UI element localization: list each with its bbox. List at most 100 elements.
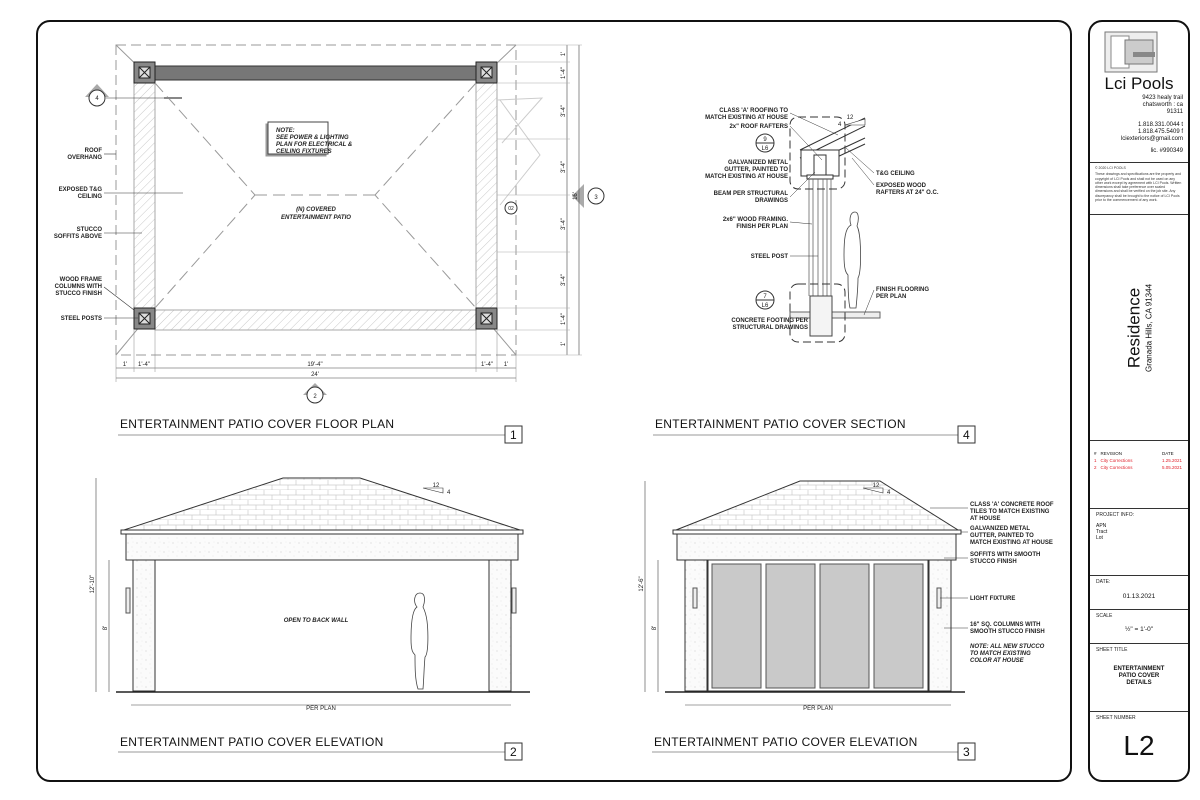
detail-marker[interactable]: 7 L6 [755,290,775,310]
stucco-soffit-left [133,82,156,309]
svg-text:STUCCO: STUCCO [77,227,103,233]
note-text: PLAN FOR ELECTRICAL & [276,142,352,148]
svg-text:STUCCO FINISH: STUCCO FINISH [55,291,102,297]
svg-text:NOTE: ALL NEW STUCCO: NOTE: ALL NEW STUCCO [970,644,1045,650]
note-text: CEILING FIXTURES [276,149,332,155]
svg-text:STUCCO FINISH: STUCCO FINISH [970,559,1017,565]
address-line: 91311 [1166,109,1183,115]
slope-rise: 4 [447,490,451,496]
title-block: Lci Pools 9423 healy trail chatsworth : … [1088,20,1190,782]
svg-text:7: 7 [763,294,767,300]
sheet-title-line: ENTERTAINMENT [1113,666,1165,672]
project-location: Granada Hills, CA 91344 [1144,283,1154,372]
door-swing [496,97,544,206]
note-text: NOTE: [276,128,295,134]
rev-num: 1 [1094,458,1097,463]
email[interactable]: lciexteriors@gmail.com [1120,136,1183,142]
sheet-title-line: DETAILS [1126,680,1152,686]
view-number: 3 [963,745,970,759]
view-titles: ENTERTAINMENT PATIO COVER FLOOR PLAN 1 E… [118,417,976,761]
rev-desc: City Corrections [1100,465,1133,470]
rev-date-header: DATE [1162,451,1174,456]
svg-text:T&G CEILING: T&G CEILING [876,171,915,177]
detail-marker[interactable]: 9 L6 [755,133,775,153]
elevation-2-drawing: 12 4 OPEN TO BACK WALL PER PLAN 12'-10" … [90,477,530,712]
svg-text:L6: L6 [762,303,769,309]
svg-text:02: 02 [508,206,514,212]
view-number: 2 [510,745,517,759]
elevation-marker-3[interactable]: 3 [572,184,605,208]
open-to-back-wall-label: OPEN TO BACK WALL [284,618,349,624]
dim-column: 8' [652,626,658,630]
room-label: (N) COVERED [296,207,336,213]
svg-text:24': 24' [311,372,319,378]
svg-text:1'-4": 1'-4" [138,362,150,368]
license: lic. #990349 [1150,148,1183,154]
svg-text:GALVANIZED METAL: GALVANIZED METAL [970,526,1030,532]
svg-text:EXPOSED T&G: EXPOSED T&G [59,187,103,193]
scale-section: SCALE ½" = 1'-0" [1090,610,1188,644]
svg-text:ROOF: ROOF [85,148,103,154]
svg-text:CLASS 'A' ROOFING TO: CLASS 'A' ROOFING TO [719,108,788,114]
rev-date: 5.05.2021 [1162,465,1183,470]
svg-text:1'-4": 1'-4" [561,67,567,79]
scale-value: ½" = 1'-0" [1124,626,1154,633]
svg-text:16': 16' [573,192,579,200]
svg-text:1'-4": 1'-4" [561,313,567,325]
svg-text:9: 9 [763,137,767,143]
roof-overhang-outline [115,44,517,356]
svg-text:BEAM PER STRUCTURAL: BEAM PER STRUCTURAL [714,191,789,197]
section-marker[interactable]: 4 [85,84,182,107]
svg-text:DRAWINGS: DRAWINGS [755,198,788,204]
rev-num: 2 [1094,465,1097,470]
svg-text:3'-4": 3'-4" [561,218,567,230]
human-figure [843,211,861,309]
drawing-sheet-border [36,20,1072,782]
project-info: PROJECT INFO: APN Tract Lot [1090,509,1188,576]
svg-text:3'-4": 3'-4" [561,274,567,286]
view-number: 4 [963,428,970,442]
room-label: ENTERTAINMENT PATIO [281,215,351,221]
stucco-soffit-bottom [154,309,477,331]
disclaimer: These drawings and specifications are th… [1095,172,1182,203]
beam [154,65,477,81]
elevation-marker-2[interactable]: 2 [303,383,327,404]
sheet-number: L2 [1123,730,1155,761]
svg-text:COLOR AT HOUSE: COLOR AT HOUSE [970,658,1025,664]
note-box [267,121,329,155]
svg-text:WOOD FRAME: WOOD FRAME [60,277,102,283]
svg-text:STEEL POSTS: STEEL POSTS [61,316,102,322]
slope-rise: 4 [887,490,891,496]
svg-text:OVERHANG: OVERHANG [67,155,102,161]
svg-text:STRUCTURAL DRAWINGS: STRUCTURAL DRAWINGS [732,325,808,331]
callout-labels: ROOF OVERHANG EXPOSED T&G CEILING STUCCO… [54,148,183,322]
dim-total: 12'-6" [639,576,645,591]
copyright-section: © 2020 LCI POOLS These drawings and spec… [1090,163,1188,215]
svg-text:RAFTERS AT 24" O.C.: RAFTERS AT 24" O.C. [876,190,939,196]
svg-text:MATCH EXISTING AT HOUSE: MATCH EXISTING AT HOUSE [970,540,1053,546]
sheet-number-label: SHEET NUMBER [1096,715,1136,721]
section-callouts: CLASS 'A' ROOFING TO MATCH EXISTING AT H… [705,108,939,331]
section-drawing: 12 4 9 L6 7 L6 CLASS 'A' ROOFING TO MATC… [705,108,939,343]
fax: 1.818.475.5409 f [1137,129,1183,135]
svg-text:TILES TO MATCH EXISTING: TILES TO MATCH EXISTING [970,509,1050,515]
sliding-glass-doors [707,559,929,692]
date-value: 01.13.2021 [1122,593,1156,600]
svg-text:1': 1' [123,362,127,368]
dimensions-bottom: 1' 1'-4" 19'-4" 1'-4" 1' 24' [115,330,517,382]
svg-text:1'-4": 1'-4" [481,362,493,368]
dim-total: 12'-10" [90,575,96,594]
svg-text:4: 4 [95,96,99,102]
svg-text:1': 1' [561,342,567,346]
svg-text:2x6" WOOD FRAMING.: 2x6" WOOD FRAMING. [723,217,789,223]
scale-label: SCALE [1096,613,1113,619]
svg-text:MATCH EXISTING AT HOUSE: MATCH EXISTING AT HOUSE [705,174,788,180]
svg-text:1': 1' [504,362,508,368]
floor-plan-title: ENTERTAINMENT PATIO COVER FLOOR PLAN [120,417,394,431]
svg-text:MATCH EXISTING AT HOUSE: MATCH EXISTING AT HOUSE [705,115,788,121]
svg-text:PER PLAN: PER PLAN [876,294,906,300]
sheet-title-line: PATIO COVER [1118,673,1160,679]
